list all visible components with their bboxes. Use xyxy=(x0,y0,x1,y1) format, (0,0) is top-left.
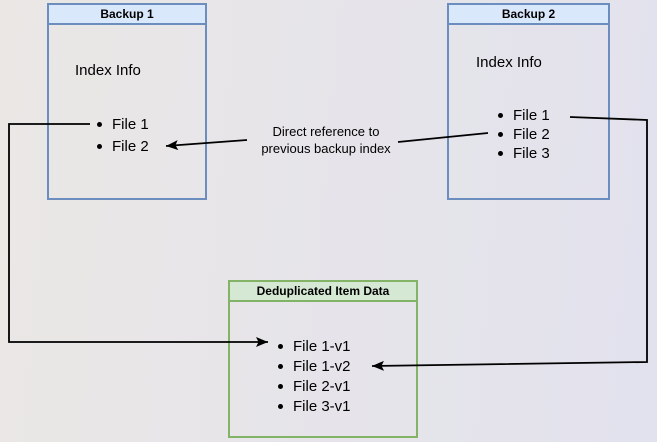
backup2-file1-label: File 1 xyxy=(513,107,550,124)
backup1-file-list: File 1 File 2 xyxy=(97,113,149,157)
dedup-file-list: File 1-v1 File 1-v2 File 2-v1 File 3-v1 xyxy=(278,336,351,416)
backup2-file-item: File 2 xyxy=(498,125,550,144)
backup1-box: Backup 1 Index Info File 1 File 2 xyxy=(47,3,207,200)
dedup-file-item: File 2-v1 xyxy=(278,376,351,396)
backup1-file1-label: File 1 xyxy=(112,115,149,133)
dedup-file-item: File 3-v1 xyxy=(278,396,351,416)
direct-reference-label: Direct reference to previous backup inde… xyxy=(226,123,426,157)
dedup-file1v1-label: File 1-v1 xyxy=(293,337,351,355)
backup1-index-info-label: Index Info xyxy=(75,62,141,79)
backup2-file-list: File 1 File 2 File 3 xyxy=(498,106,550,163)
bullet-icon xyxy=(498,113,503,118)
dedup-file3v1-label: File 3-v1 xyxy=(293,397,351,415)
dedup-file-item: File 1-v1 xyxy=(278,336,351,356)
backup2-file2-label: File 2 xyxy=(513,126,550,143)
backup2-file3-label: File 3 xyxy=(513,145,550,162)
bullet-icon xyxy=(498,151,503,156)
bullet-icon xyxy=(278,403,283,409)
backup1-header: Backup 1 xyxy=(49,5,205,25)
backup2-header: Backup 2 xyxy=(449,5,608,25)
dedup-file1v2-label: File 1-v2 xyxy=(293,357,351,375)
dedup-file2v1-label: File 2-v1 xyxy=(293,377,351,395)
backup2-title: Backup 2 xyxy=(501,7,556,21)
dedup-header: Deduplicated Item Data xyxy=(230,282,416,302)
backup1-title: Backup 1 xyxy=(100,7,154,21)
direct-reference-label-line1: Direct reference to xyxy=(272,124,380,139)
direct-reference-label-line2: previous backup index xyxy=(261,141,391,156)
backup1-file-item: File 2 xyxy=(97,135,149,157)
bullet-icon xyxy=(278,383,283,389)
bullet-icon xyxy=(97,121,102,127)
backup2-index-info-label: Index Info xyxy=(476,54,542,71)
backup1-file-item: File 1 xyxy=(97,113,149,135)
dedup-file-item: File 1-v2 xyxy=(278,356,351,376)
backup2-file-item: File 3 xyxy=(498,144,550,163)
bullet-icon xyxy=(97,143,102,149)
dedup-title: Deduplicated Item Data xyxy=(256,284,390,298)
bullet-icon xyxy=(498,132,503,137)
bullet-icon xyxy=(278,343,283,349)
dedup-box: Deduplicated Item Data File 1-v1 File 1-… xyxy=(228,280,418,438)
backup1-file2-label: File 2 xyxy=(112,137,149,155)
backup2-box: Backup 2 Index Info File 1 File 2 File 3 xyxy=(447,3,610,200)
backup2-file-item: File 1 xyxy=(498,106,550,125)
bullet-icon xyxy=(278,363,283,369)
